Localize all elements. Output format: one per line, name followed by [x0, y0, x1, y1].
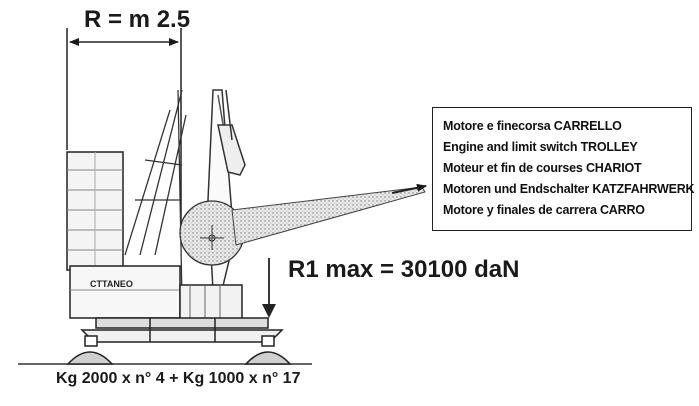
counterweight-stack — [66, 151, 124, 271]
callout-leader — [231, 183, 427, 246]
downward-force-arrow-icon — [262, 258, 276, 318]
tower-lattice — [124, 89, 187, 301]
brand-logo: CTTANEO — [90, 279, 133, 289]
legend-line-spanish: Motore y finales de carrera CARRO — [443, 203, 645, 217]
radius-dimension — [66, 28, 182, 240]
legend-line-english: Engine and limit switch TROLLEY — [443, 140, 638, 154]
outrigger-pads — [66, 335, 292, 365]
radius-label: R = m 2.5 — [84, 6, 191, 33]
reaction-force-label: R1 max = 30100 daN — [288, 256, 520, 283]
legend-line-french: Moteur et fin de courses CHARIOT — [443, 161, 642, 175]
legend-line-german: Motoren und Endschalter KATZFAHRWERK — [443, 182, 695, 196]
component-legend: Motore e finecorsa CARRELLO Engine and l… — [432, 107, 695, 231]
callout-arrow-icon — [391, 183, 427, 194]
undercarriage — [80, 317, 284, 343]
legend-line-italian: Motore e finecorsa CARRELLO — [443, 119, 622, 133]
ballast-caption: Kg 2000 x n° 4 + Kg 1000 x n° 17 — [56, 370, 301, 387]
slewing-body: CTTANEO — [69, 265, 243, 322]
